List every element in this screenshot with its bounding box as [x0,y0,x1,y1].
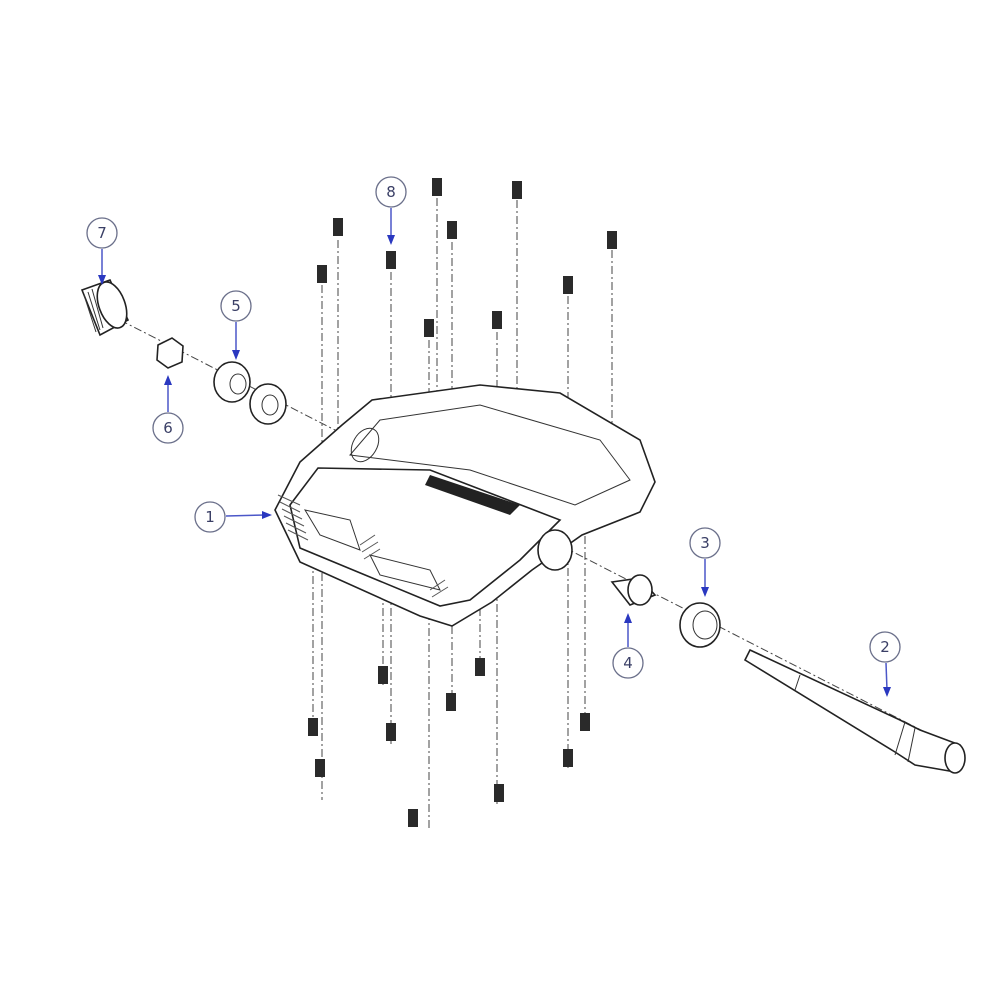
callout-2: 2 [869,631,901,697]
pedal-body [274,384,656,627]
callout-label: 4 [623,654,633,672]
callout-6: 6 [152,375,184,444]
spindle [743,648,966,774]
end-cap [80,278,130,337]
callout-8: 8 [375,176,407,245]
callout-label: 3 [700,534,710,552]
callout-5: 5 [220,290,252,360]
callout-3: 3 [689,527,721,597]
nut [156,337,184,369]
callout-7: 7 [86,217,118,285]
callout-label: 8 [386,183,396,201]
callout-4: 4 [612,613,644,679]
callout-1: 1 [194,501,272,533]
callout-label: 7 [97,224,107,242]
seal-ring [679,602,721,648]
callout-label: 5 [231,297,241,315]
bushing [610,574,657,606]
bearings [213,361,287,425]
callout-label: 2 [880,638,890,656]
callout-label: 1 [205,508,215,526]
pins [308,178,617,827]
callout-label: 6 [163,419,173,437]
logo-mark [425,475,520,515]
